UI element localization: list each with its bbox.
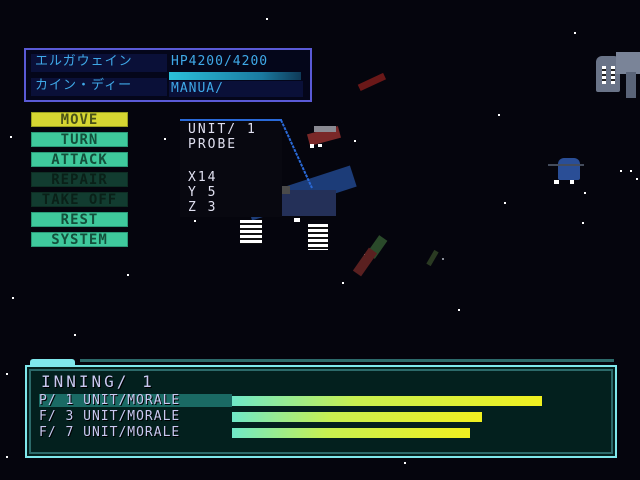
unit-type: PROBE: [188, 137, 238, 152]
panel-tab: [30, 359, 75, 365]
morale-bar: [232, 396, 542, 406]
star: [458, 309, 460, 311]
star: [342, 282, 344, 284]
panel-topline: [80, 359, 614, 362]
menu-takeoff-button[interactable]: TAKE OFF: [31, 192, 128, 208]
red-ship-near[interactable]: [306, 124, 342, 152]
menu-system-button[interactable]: SYSTEM: [31, 232, 128, 248]
hp-bar: [169, 72, 301, 80]
coord-y: Y 5: [188, 185, 218, 200]
star: [127, 274, 129, 276]
green-ship-far[interactable]: [426, 249, 440, 267]
control-mode: MANUA/: [169, 81, 303, 97]
star: [10, 136, 12, 138]
unit-info-box: UNIT/ 1 PROBE X14 Y 5 Z 3: [180, 119, 282, 217]
star: [194, 220, 196, 222]
star: [164, 138, 166, 140]
menu-attack-button[interactable]: ATTACK: [31, 152, 128, 168]
inning-morale-panel: INNING/ 1 P/ 1 UNIT/MORALE F/ 3 UNIT/MOR…: [25, 365, 617, 458]
menu-turn-button[interactable]: TURN: [31, 132, 128, 148]
star: [630, 170, 632, 172]
star: [404, 462, 406, 464]
unit-pointer-line: [280, 119, 313, 189]
coord-x: X14: [188, 170, 218, 185]
hp-readout: HP4200/4200: [171, 54, 269, 69]
coord-z: Z 3: [188, 200, 218, 215]
enemy-ship-blue-small[interactable]: [548, 150, 584, 186]
unit-number: UNIT/ 1: [188, 122, 257, 137]
pilot-name: カイン・ディー: [31, 78, 167, 96]
enemy-ship-gray-large[interactable]: [596, 52, 640, 98]
star: [620, 170, 622, 172]
star: [442, 258, 444, 260]
morale-row-label: F/ 7 UNIT/MORALE: [39, 425, 181, 440]
morale-row[interactable]: F/ 7 UNIT/MORALE: [39, 426, 611, 439]
star: [584, 192, 586, 194]
green-ship-distant[interactable]: [352, 235, 394, 277]
hp-bar-fill: [169, 72, 301, 80]
star: [12, 297, 14, 299]
star: [498, 114, 500, 116]
star: [582, 222, 584, 224]
morale-row-label: P/ 1 UNIT/MORALE: [39, 394, 232, 407]
star: [6, 373, 8, 375]
star: [74, 334, 76, 336]
inning-label: INNING/ 1: [41, 372, 155, 391]
menu-move-button[interactable]: MOVE: [31, 112, 128, 128]
unit-name: エルガウェイン: [31, 54, 167, 72]
menu-repair-button[interactable]: REPAIR: [31, 172, 128, 188]
star: [266, 18, 268, 20]
star: [354, 140, 356, 142]
unit-status-panel: エルガウェイン カイン・ディー HP4200/4200 MANUA/: [24, 48, 312, 102]
star: [504, 202, 506, 204]
morale-row[interactable]: F/ 3 UNIT/MORALE: [39, 410, 611, 423]
red-ship-distant[interactable]: [355, 67, 391, 98]
morale-row-label: F/ 3 UNIT/MORALE: [39, 409, 181, 424]
star: [636, 178, 638, 180]
morale-bar: [232, 428, 470, 438]
menu-rest-button[interactable]: REST: [31, 212, 128, 228]
morale-row[interactable]: P/ 1 UNIT/MORALE: [39, 394, 611, 407]
star: [6, 456, 8, 458]
star: [574, 32, 576, 34]
morale-bar: [232, 412, 482, 422]
